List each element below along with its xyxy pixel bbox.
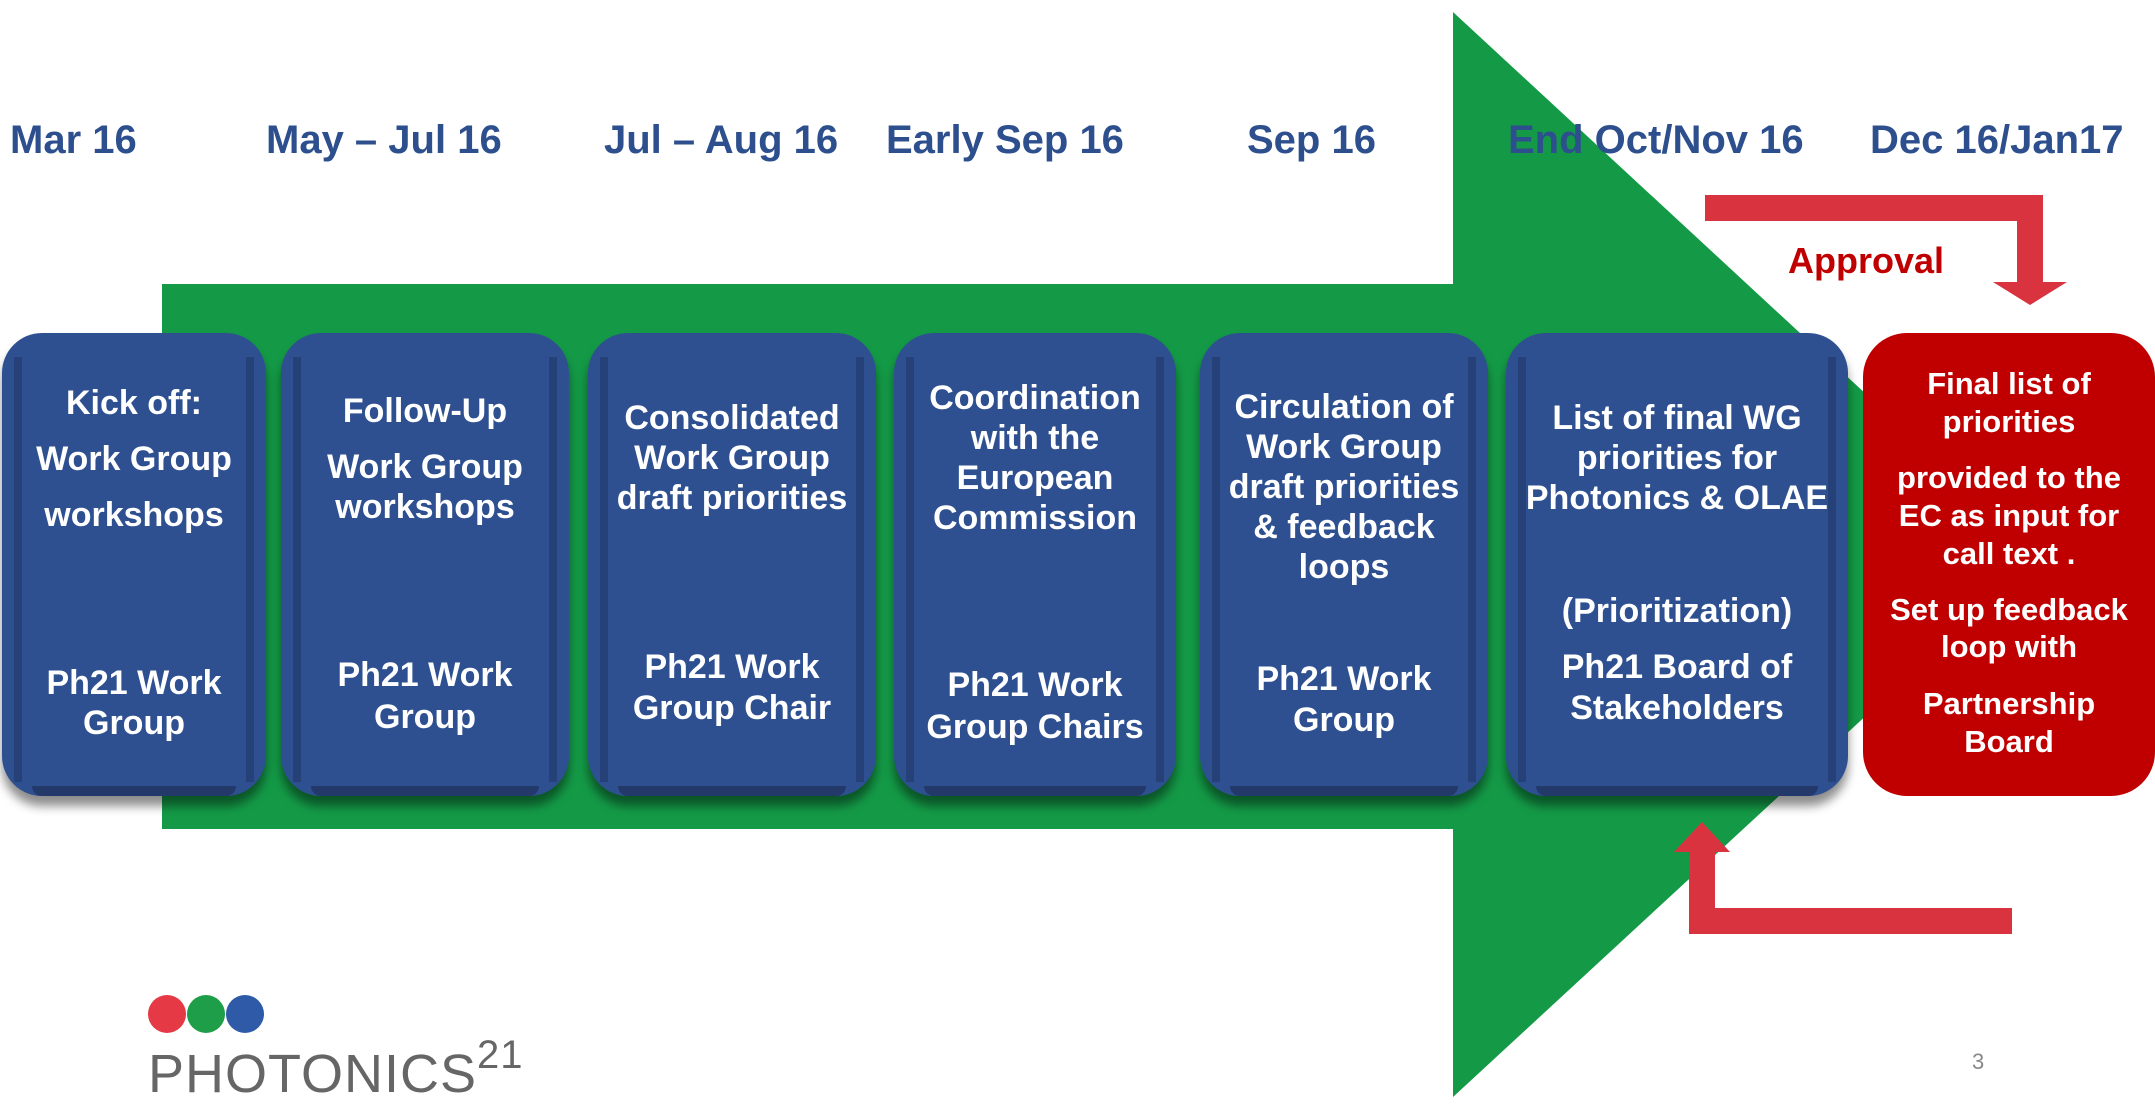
step-owner: Group Chairs	[926, 708, 1144, 746]
date-label: Mar 16	[10, 118, 137, 162]
photonics21-logo: PHOTONICS21	[148, 1033, 524, 1105]
final-text: EC as input for	[1898, 498, 2120, 533]
step-owner: Group	[83, 704, 185, 742]
logo-dot-green	[187, 995, 225, 1033]
date-label: Jul – Aug 16	[604, 118, 839, 162]
date-label: Early Sep 16	[886, 118, 1124, 162]
step-text: Work Group	[327, 448, 523, 486]
step-text: draft priorities	[1228, 468, 1460, 506]
step-owner: Group	[1293, 701, 1395, 739]
step-owner: Group Chair	[632, 689, 832, 727]
step-text: loops	[1298, 548, 1390, 586]
step-text: Work Group	[36, 440, 232, 478]
logo-text: PHOTONICS	[148, 1044, 478, 1104]
step-box-circulation: Circulation of Work Group draft prioriti…	[1200, 333, 1488, 796]
final-text: loop with	[1940, 629, 2078, 664]
step-owner: Ph21 Work	[337, 656, 513, 694]
step-title: Circulation of	[1234, 388, 1454, 426]
step-title: Follow-Up	[342, 392, 508, 430]
step-owner: Ph21 Work	[947, 666, 1123, 704]
step-text: European	[956, 459, 1114, 497]
logo-dot-blue	[226, 995, 264, 1033]
final-text: Final list of	[1927, 366, 2091, 401]
final-priorities-box: Final list of priorities provided to the…	[1863, 333, 2155, 796]
step-text: priorities for	[1576, 439, 1778, 477]
date-label: Sep 16	[1247, 118, 1376, 162]
final-text: call text .	[1942, 536, 2076, 571]
step-text: with the	[970, 419, 1100, 457]
step-owner: Ph21 Work	[1256, 660, 1432, 698]
page-number: 3	[1972, 1049, 1985, 1074]
step-text: Work Group	[634, 439, 830, 477]
step-box-followup: Follow-Up Work Group workshops Ph21 Work…	[281, 333, 569, 796]
logo-sup: 21	[477, 1033, 524, 1077]
step-owner: Ph21 Work	[46, 664, 222, 702]
step-text: draft priorities	[616, 479, 848, 517]
step-owner: Ph21 Work	[644, 648, 820, 686]
step-owner: Group	[374, 698, 476, 736]
step-text: workshops	[335, 488, 515, 526]
step-text: workshops	[44, 496, 224, 534]
step-title: Consolidated	[624, 399, 840, 437]
step-title: List of final WG	[1552, 399, 1802, 437]
step-box-consolidated: Consolidated Work Group draft priorities…	[588, 333, 876, 796]
final-text: Board	[1964, 724, 2054, 759]
final-text: provided to the	[1897, 460, 2121, 495]
date-label: May – Jul 16	[266, 118, 502, 162]
step-text: Commission	[932, 499, 1138, 537]
step-text: & feedback	[1253, 508, 1435, 546]
step-box-kickoff: Kick off: Work Group workshops Ph21 Work…	[2, 333, 266, 796]
step-box-final-wg: List of final WG priorities for Photonic…	[1506, 333, 1848, 796]
step-owner: Ph21 Board of	[1561, 648, 1793, 686]
date-label: Dec 16/Jan17	[1870, 118, 2124, 162]
step-text: Photonics & OLAE	[1525, 479, 1829, 517]
date-label: End Oct/Nov 16	[1508, 118, 1804, 162]
step-note: (Prioritization)	[1561, 592, 1793, 630]
logo-dot-red	[148, 995, 186, 1033]
feedback-arrow	[1689, 850, 2012, 934]
approval-arrow	[1705, 195, 2043, 285]
step-title: Kick off:	[66, 384, 202, 422]
final-text: Partnership	[1922, 686, 2096, 721]
step-title: Coordination	[929, 379, 1141, 417]
step-box-coordination: Coordination with the European Commissio…	[894, 333, 1176, 796]
step-owner: Stakeholders	[1570, 689, 1784, 727]
approval-arrow-head	[1993, 282, 2067, 305]
approval-label: Approval	[1788, 240, 1945, 281]
final-text: priorities	[1942, 404, 2076, 439]
step-text: Work Group	[1246, 428, 1442, 466]
final-text: Set up feedback	[1890, 592, 2128, 627]
feedback-arrow-head	[1674, 822, 1730, 852]
